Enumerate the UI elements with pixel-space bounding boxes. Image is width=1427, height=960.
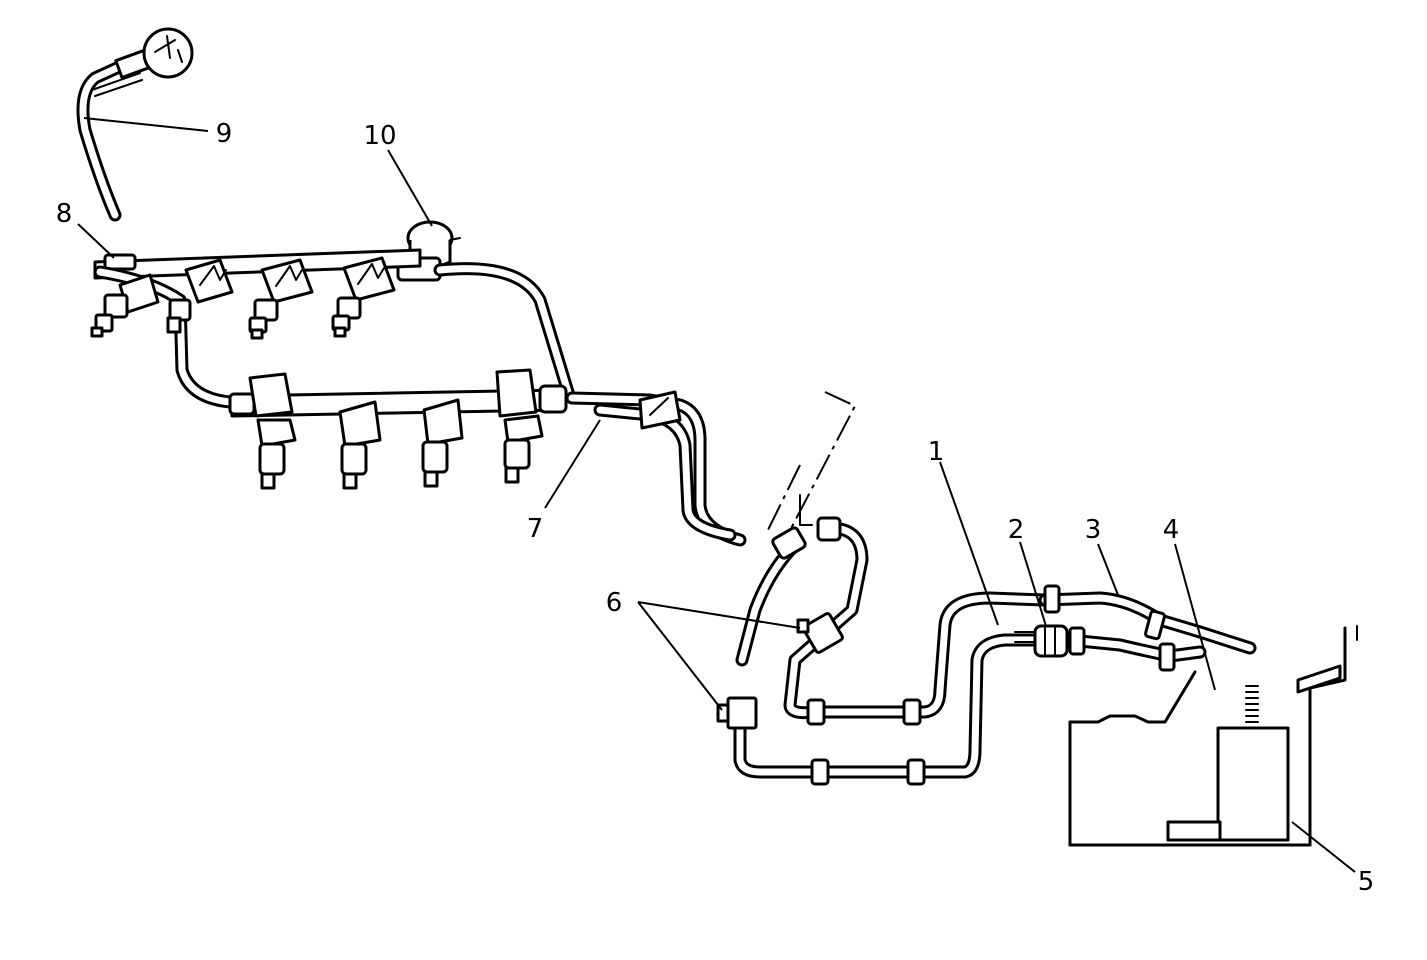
upper-injector-3 — [248, 258, 314, 340]
leader-5 — [1291, 821, 1356, 873]
underbody-fuel-pipes — [716, 516, 1052, 786]
lower-injector-2 — [338, 400, 382, 490]
callout-4: 4 — [1163, 515, 1180, 545]
lower-injector-4 — [495, 368, 544, 484]
callout-10: 10 — [363, 121, 396, 151]
leader-6 — [637, 601, 801, 711]
fuel-tank — [1068, 625, 1358, 847]
leader-8 — [77, 223, 115, 259]
callout-1: 1 — [928, 437, 945, 467]
callout-2: 2 — [1008, 515, 1025, 545]
underbody-break-lines — [767, 391, 857, 541]
lower-injector-3 — [421, 398, 464, 488]
lower-fuel-rail — [228, 368, 568, 490]
leader-7 — [544, 419, 601, 509]
leader-3 — [1097, 543, 1119, 596]
fuel-feed-pipe — [565, 390, 747, 547]
upper-injector-4 — [331, 256, 396, 338]
upper-injector-1 — [90, 273, 160, 338]
upper-fuel-rail — [90, 248, 422, 409]
upper-injector-2 — [166, 258, 234, 334]
leader-1 — [939, 461, 999, 626]
callout-6: 6 — [606, 588, 623, 618]
fuel-filter-assembly — [1014, 584, 1257, 672]
callout-9: 9 — [216, 119, 233, 149]
leader-9 — [83, 117, 209, 132]
callout-8: 8 — [56, 199, 73, 229]
leader-4 — [1174, 543, 1216, 691]
callout-3: 3 — [1085, 515, 1102, 545]
fuel-pressure-gauge — [76, 27, 194, 222]
fuel-pump-module — [1166, 685, 1290, 842]
callout-5: 5 — [1358, 867, 1375, 897]
regulator-return-pipe — [433, 262, 575, 399]
callout-labels: 1 2 3 4 5 6 7 8 9 10 — [56, 119, 1375, 897]
leader-10 — [387, 149, 433, 227]
lower-injector-1 — [248, 372, 297, 490]
leader-2 — [1019, 541, 1047, 627]
callout-7: 7 — [527, 514, 544, 544]
leader-lines — [77, 117, 1356, 873]
